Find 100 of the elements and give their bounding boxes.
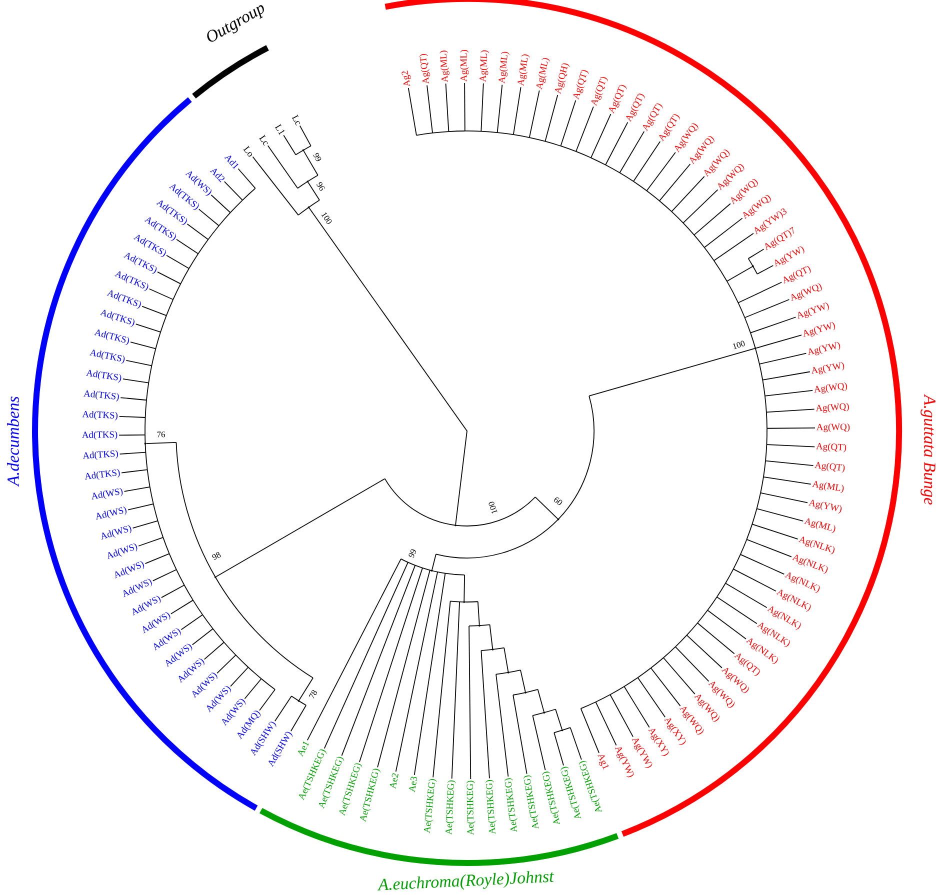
branch-line [534,496,558,520]
branch-line [119,452,146,454]
branch-line [448,130,466,132]
branch-line [492,647,505,650]
branch-line [184,584,194,601]
branch-line [459,601,465,602]
branch-line [528,137,546,142]
branch-line [512,694,528,774]
branch-line [558,396,594,520]
branch-line [436,518,559,558]
branch-line [149,486,154,504]
branch-line [682,222,695,236]
branch-line [259,689,276,711]
branch-line [480,130,498,133]
branch-line [432,554,436,570]
tip-label: Ad(TKS) [84,390,119,402]
branch-line [308,182,320,201]
branch-line [395,572,438,772]
branch-line [762,371,810,380]
branch-line [192,600,204,616]
branch-line [464,130,482,132]
branch-line [455,496,536,526]
branch-line [512,692,526,696]
branch-line [766,412,768,429]
tip-label: Ad(WS) [101,525,132,540]
branch-line [713,260,728,282]
branch-line [694,203,731,236]
branch-line [166,299,174,316]
branch-line [697,610,708,624]
tip-label: Ag(ML) [440,50,450,82]
branch-line [554,730,563,734]
branch-line [437,572,446,574]
branch-line [422,568,430,571]
branch-line [198,208,220,226]
branch-line [576,151,592,158]
tip-label: Ag(ML) [480,50,490,82]
branch-line [756,492,761,510]
branch-line [624,677,638,687]
branch-line [414,564,423,568]
branch-line [224,181,243,201]
branch-line [576,106,594,152]
branch-line [168,553,177,570]
branch-line [610,686,625,696]
branch-line [637,668,652,678]
branch-line [464,82,466,132]
branch-line [170,600,194,614]
branch-line [414,572,446,776]
branch-line [725,582,768,608]
branch-point [754,347,756,350]
tip-label: Ae(TSHKEG) [466,780,476,835]
branch-line [144,400,147,418]
branch-line [707,596,718,611]
branch-line [298,206,310,216]
bootstrap-value: 99 [313,152,322,162]
branch-line [512,86,522,136]
tip-label: Ag(YW) [804,322,836,337]
branch-line [144,443,146,453]
branch-line [554,732,564,766]
branch-line [750,332,756,349]
branch-line [595,702,617,746]
branch-line [176,442,216,578]
tip-label: Ad(TKS) [94,330,130,346]
branch-line [138,536,164,546]
branch-line [480,649,494,651]
branch-line [766,444,816,448]
branch-line [756,334,802,348]
tip-label: Lc [259,134,268,146]
branch-line [248,666,262,680]
branch-point [543,712,546,714]
branch-line [468,626,472,780]
branch-line [144,417,146,436]
branch-line [295,150,304,156]
bootstrap-value: 60 [554,497,562,505]
branch-line [580,708,600,754]
branch-line [290,704,307,732]
branch-line [752,266,758,274]
branch-line [477,601,480,626]
branch-line [704,218,743,248]
branch-line [198,239,209,254]
branch-line [704,247,714,262]
branch-line [624,686,650,728]
branch-line [180,614,204,630]
branch-line [732,554,741,570]
branch-line [752,508,758,525]
branch-line [299,125,312,146]
branch-line [384,478,456,526]
branch-line [180,268,190,284]
tip-label: Ag2 [402,70,411,86]
branch-point [144,442,146,445]
branch-line [235,654,249,668]
branch-line [118,434,146,436]
tip-label: Ag(ML) [804,518,836,534]
branch-line [766,428,816,429]
branch-line [148,288,174,300]
branch-line [762,379,766,396]
branch-line [478,624,490,626]
tip-label: Ag(WQ) [814,382,848,394]
branch-line [754,348,760,364]
branch-line [192,628,214,646]
branch-line [210,194,231,214]
